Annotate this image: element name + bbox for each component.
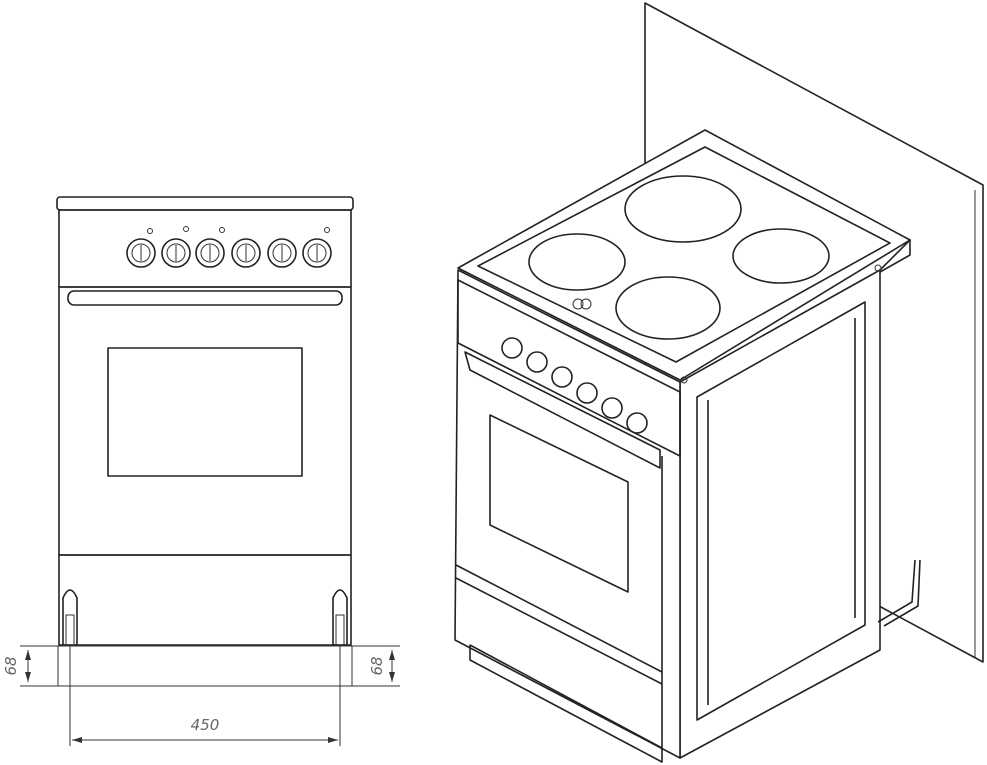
cooktop-glass — [477, 146, 891, 363]
dimension-lines — [20, 645, 400, 746]
dimension-width: 450 — [191, 716, 220, 734]
knob-icon — [501, 337, 523, 359]
front-top-edge — [56, 196, 354, 211]
dimension-left-height: 68 — [2, 656, 20, 675]
cooktop-edge — [879, 239, 911, 273]
isometric-view — [454, 2, 984, 763]
power-cable — [877, 559, 921, 627]
knob-icon — [195, 238, 225, 268]
iso-control-panel — [457, 279, 681, 457]
oven-window — [107, 347, 303, 477]
knob-icon — [302, 238, 332, 268]
burners — [528, 175, 830, 340]
side-panel-inset — [696, 301, 866, 721]
knob-icon — [231, 238, 261, 268]
iso-knobs — [501, 337, 648, 434]
knob-icon — [126, 238, 156, 268]
iso-oven-window — [489, 414, 629, 593]
front-oven-door — [58, 286, 352, 556]
front-drawer — [58, 554, 352, 646]
knob-icon — [576, 382, 598, 404]
front-knobs — [126, 226, 332, 268]
iso-door-handle — [464, 351, 661, 469]
front-feet — [62, 589, 348, 646]
front-view: 68 68 450 — [2, 196, 400, 746]
burner-left — [528, 233, 626, 291]
iso-drawer-line — [455, 564, 663, 673]
knob-icon — [161, 238, 191, 268]
burner-right — [732, 228, 830, 284]
iso-plinth — [469, 644, 663, 763]
burner-back-large — [624, 175, 742, 243]
knob-icon — [526, 351, 548, 373]
knob-icon — [267, 238, 297, 268]
burner-front — [615, 276, 721, 340]
knob-icon — [626, 412, 648, 434]
door-handle — [67, 290, 343, 306]
front-control-panel — [58, 209, 352, 288]
knob-icon — [601, 397, 623, 419]
knob-icon — [551, 366, 573, 388]
dimension-right-height: 68 — [368, 656, 386, 675]
logo-icon — [572, 298, 592, 310]
